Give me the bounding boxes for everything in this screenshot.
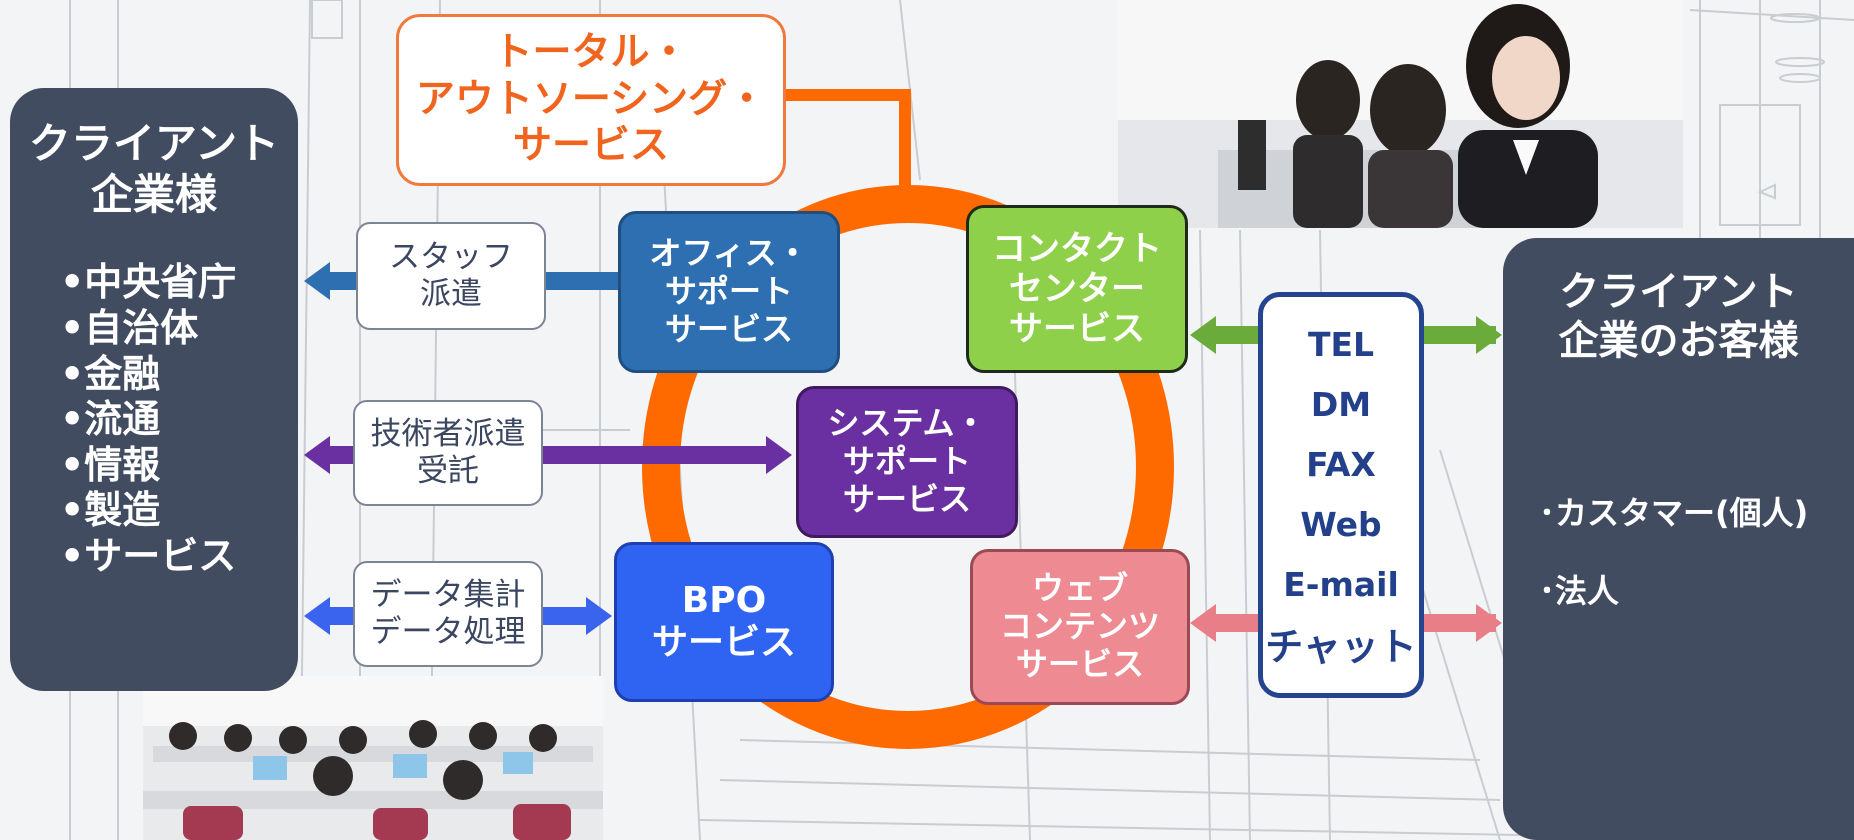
list-item: ･法人 <box>1539 571 1620 610</box>
right-title-line-1: クライアント <box>1559 269 1798 315</box>
staff-label-line-1: スタッフ <box>389 238 513 275</box>
system-line-3: サービス <box>842 479 971 518</box>
list-item: •自治体 <box>60 306 199 351</box>
communication-channels-box: TEL DM FAX Web E-mail チャット <box>1258 292 1424 698</box>
system-support-service: システム・ サポート サービス <box>796 386 1018 538</box>
engineer-label-line-1: 技術者派遣 <box>370 415 526 452</box>
list-item: •金融 <box>60 351 161 396</box>
total-outsourcing-title-box: トータル・ アウトソーシング・ サービス <box>396 14 786 186</box>
web-line-1: ウェブ <box>1031 569 1128 608</box>
office-line-1: オフィス・ <box>649 234 809 273</box>
office-line-3: サービス <box>664 309 793 348</box>
right-panel-title: クライアント 企業のお客様 <box>1503 268 1854 366</box>
system-line-2: サポート <box>842 442 971 481</box>
title-line-3: サービス <box>512 123 669 169</box>
bpo-line-1: BPO <box>681 579 767 621</box>
channel-item: チャット <box>1265 624 1417 669</box>
list-item: ･カスタマー(個人) <box>1539 493 1809 532</box>
right-title-line-2: 企業のお客様 <box>1558 317 1799 364</box>
web-line-3: サービス <box>1015 644 1144 683</box>
list-item: •情報 <box>60 442 161 487</box>
list-item: •サービス <box>60 534 237 579</box>
web-line-2: コンテンツ <box>999 607 1160 646</box>
channel-item: Web <box>1300 504 1382 544</box>
list-item: •流通 <box>60 397 161 442</box>
staff-label-line-2: 派遣 <box>420 276 482 312</box>
call-center-photo <box>1118 0 1683 228</box>
web-contents-service: ウェブ コンテンツ サービス <box>970 549 1190 705</box>
channel-item: FAX <box>1306 445 1376 485</box>
office-line-2: サポート <box>664 272 793 311</box>
data-label-line-1: データ集計 <box>370 576 526 613</box>
title-line-1: トータル・ <box>493 29 689 75</box>
left-panel-title: クライアント 企業様 <box>10 118 298 220</box>
engineer-label-line-2: 受託 <box>417 453 479 489</box>
left-title-line-2: 企業様 <box>90 170 217 220</box>
bpo-line-2: サービス <box>651 622 796 663</box>
channel-item: E-mail <box>1283 564 1399 604</box>
list-item: •製造 <box>60 488 161 533</box>
right-customer-panel: クライアント 企業のお客様 ･カスタマー(個人) ･法人 <box>1503 238 1854 840</box>
data-label-line-2: データ処理 <box>370 614 526 650</box>
left-industry-list: •中央省庁 •自治体 •金融 •流通 •情報 •製造 •サービス <box>60 260 298 579</box>
right-customer-list: ･カスタマー(個人) ･法人 <box>1539 494 1854 611</box>
staff-dispatch-label: スタッフ 派遣 <box>356 222 546 330</box>
contact-center-service: コンタクト センター サービス <box>966 205 1188 373</box>
contact-line-3: サービス <box>1009 309 1145 350</box>
title-connector <box>785 89 911 185</box>
contact-line-2: センター <box>1009 268 1145 309</box>
contact-line-1: コンタクト <box>992 228 1162 269</box>
left-title-line-1: クライアント <box>28 119 280 168</box>
office-support-service: オフィス・ サポート サービス <box>618 211 840 373</box>
title-line-2: アウトソーシング・ <box>415 76 767 122</box>
channel-item: TEL <box>1307 325 1375 365</box>
system-line-1: システム・ <box>827 404 987 443</box>
bpo-service: BPO サービス <box>614 542 834 702</box>
engineer-dispatch-label: 技術者派遣 受託 <box>353 400 543 506</box>
outsourcing-ring <box>642 185 1174 749</box>
left-client-panel: クライアント 企業様 •中央省庁 •自治体 •金融 •流通 •情報 •製造 •サ… <box>10 88 298 691</box>
channel-item: DM <box>1310 385 1372 425</box>
data-processing-label: データ集計 データ処理 <box>353 561 543 667</box>
list-item: •中央省庁 <box>60 260 237 305</box>
office-workers-photo <box>143 676 603 840</box>
